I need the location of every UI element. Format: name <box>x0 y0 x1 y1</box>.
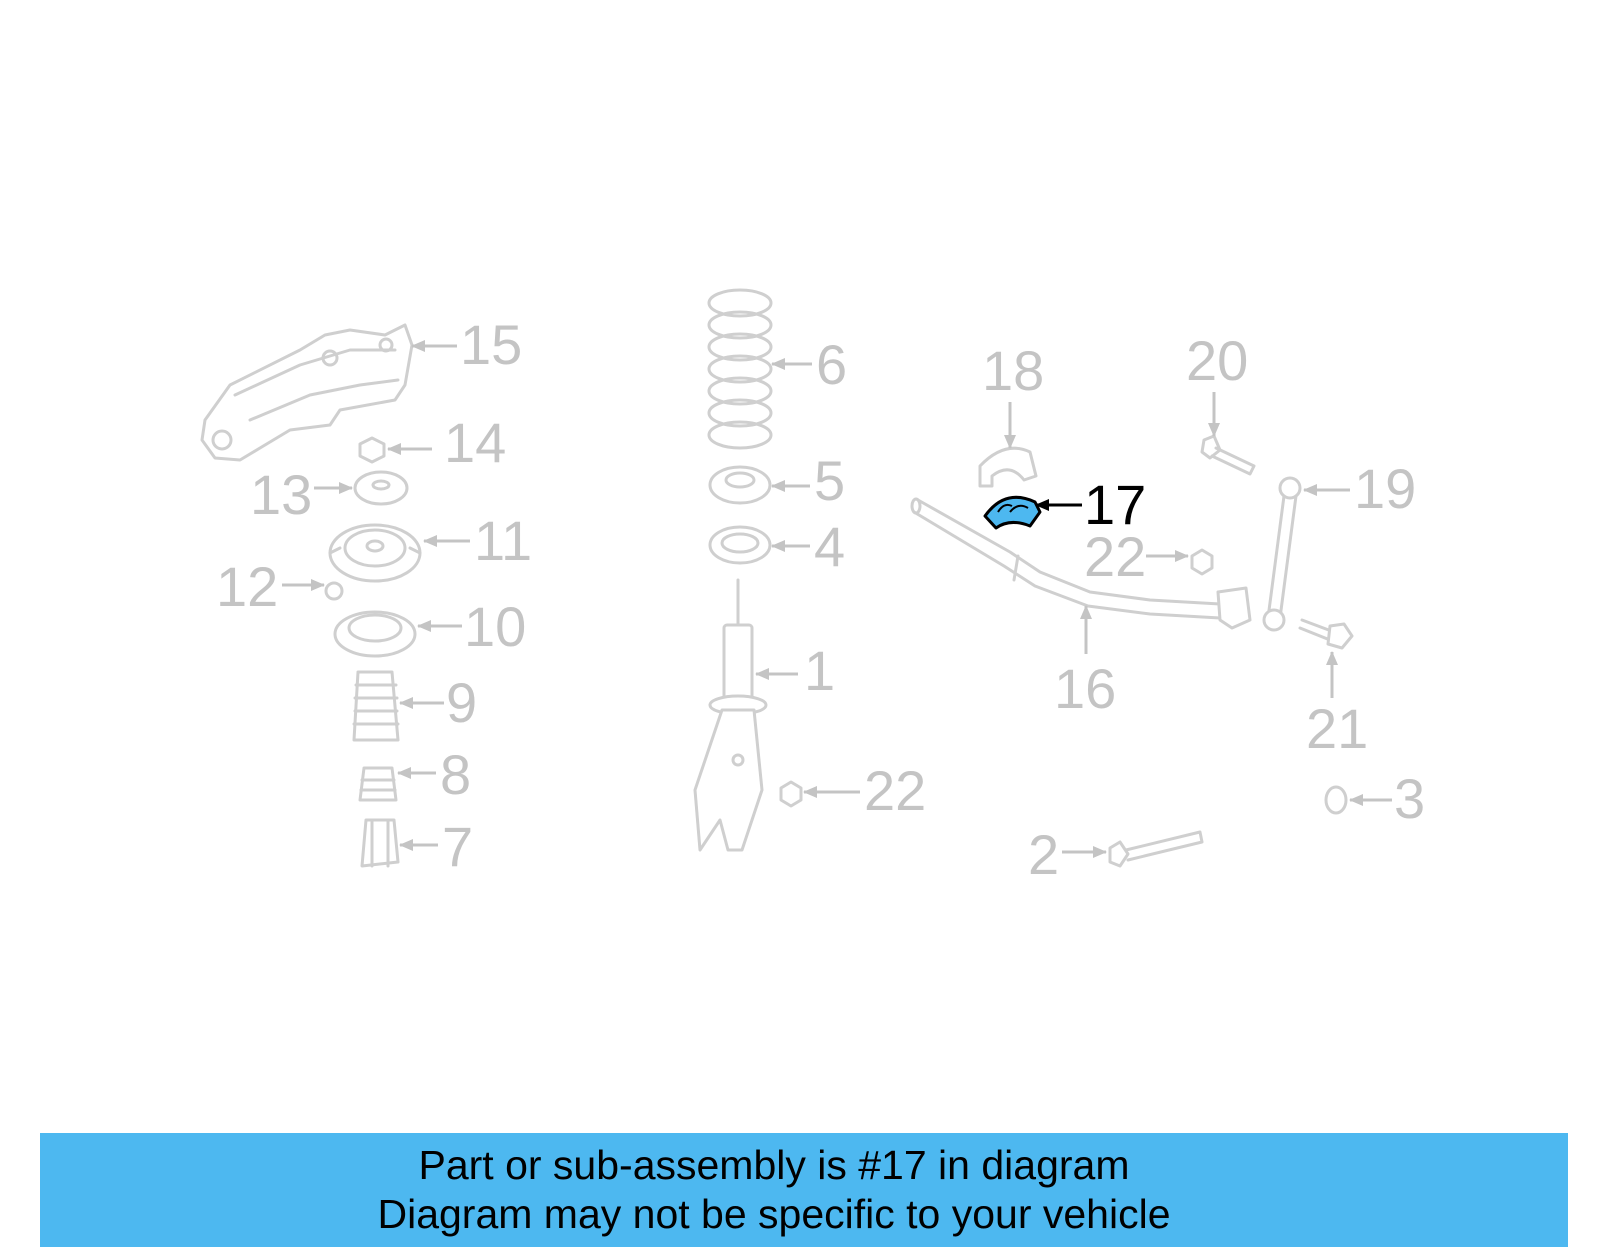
part-10-spring-seat <box>333 610 417 658</box>
label-15: 15 <box>460 313 522 376</box>
part-1-strut <box>693 578 768 852</box>
part-6-coil-spring <box>707 288 773 450</box>
label-11: 11 <box>474 509 532 572</box>
part-3-washer <box>1324 785 1348 815</box>
banner-line-part-number: Part or sub-assembly is #17 in diagram <box>418 1142 1130 1188</box>
label-4: 4 <box>814 515 845 578</box>
part-5-spring-seat <box>708 465 772 505</box>
part-22-nut-right <box>1190 548 1214 576</box>
part-2-bolt <box>1108 830 1204 868</box>
part-17-bushing-highlighted <box>983 495 1042 530</box>
label-7: 7 <box>442 815 473 878</box>
part-11-strut-mount <box>328 523 422 583</box>
callout-labels: 1 2 3 4 5 6 7 8 9 10 11 12 13 14 15 16 1… <box>216 313 1425 886</box>
label-18: 18 <box>982 339 1044 402</box>
part-9-dust-boot <box>352 670 400 742</box>
part-15-subframe <box>200 323 414 462</box>
part-19-stabilizer-link <box>1262 476 1302 632</box>
label-22-right: 22 <box>1084 525 1146 588</box>
label-3: 3 <box>1394 767 1425 830</box>
label-19: 19 <box>1354 457 1416 520</box>
part-4-insulator <box>708 525 772 565</box>
label-9: 9 <box>446 671 477 734</box>
part-22-nut-left <box>779 780 803 808</box>
label-16: 16 <box>1054 657 1116 720</box>
label-20: 20 <box>1186 329 1248 392</box>
label-10: 10 <box>464 595 526 658</box>
label-17-highlighted: 17 <box>1084 473 1146 536</box>
part-18-bracket <box>978 446 1038 488</box>
part-13-washer <box>353 470 409 506</box>
label-6: 6 <box>816 333 847 396</box>
label-22-left: 22 <box>864 759 926 822</box>
part-12-nut <box>324 581 344 601</box>
label-21: 21 <box>1306 697 1368 760</box>
part-7-boot <box>360 818 400 868</box>
label-5: 5 <box>814 449 845 512</box>
info-banner: Part or sub-assembly is #17 in diagram D… <box>40 1133 1568 1247</box>
label-2: 2 <box>1028 823 1059 886</box>
label-13: 13 <box>250 463 312 526</box>
label-8: 8 <box>440 743 471 806</box>
part-8-bump-stop <box>358 766 398 802</box>
label-14: 14 <box>444 411 506 474</box>
part-14-nut <box>358 436 386 464</box>
leader-arrows <box>282 340 1392 858</box>
label-12: 12 <box>216 555 278 618</box>
banner-line-disclaimer: Diagram may not be specific to your vehi… <box>377 1191 1171 1237</box>
part-21-bolt <box>1298 618 1354 650</box>
part-20-bolt <box>1200 434 1256 476</box>
label-1: 1 <box>804 639 835 702</box>
